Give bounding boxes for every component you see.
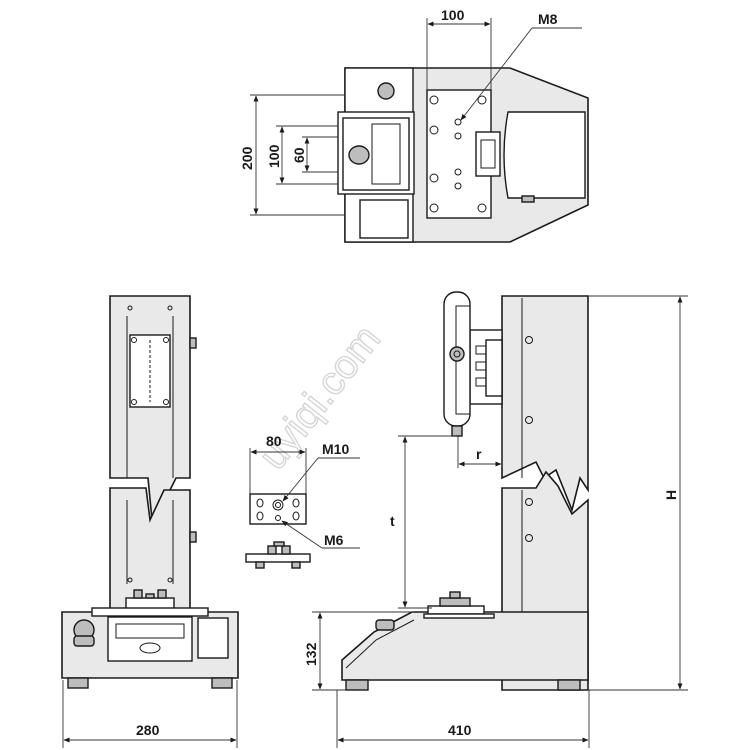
- top-view-hole: [429, 125, 439, 135]
- front-view: 280: [61, 295, 239, 748]
- front-view-foot: [211, 677, 233, 689]
- side-view-dim-h: H: [663, 490, 679, 500]
- mount-plate-m10-hole: [272, 499, 284, 511]
- top-view-knob-icon: [377, 82, 395, 100]
- side-view: r t H 132 410: [303, 291, 688, 748]
- mount-plate-dim-80: 80: [266, 433, 282, 449]
- side-view-foot: [345, 679, 369, 691]
- front-view-display-screen: [115, 623, 185, 639]
- front-view-column-upper: [109, 295, 191, 523]
- front-view-dim-280: 280: [136, 722, 160, 738]
- mount-plate-side: [245, 553, 311, 563]
- top-view-dim-100: 100: [441, 7, 465, 23]
- top-view-hole: [429, 173, 439, 183]
- top-view-dim-200: 200: [239, 146, 255, 170]
- side-view-foot: [557, 679, 581, 691]
- mount-plate-dim-m10: M10: [322, 441, 349, 457]
- top-view-foot-pad: [359, 199, 409, 239]
- side-view-gauge-probe: [451, 425, 463, 437]
- top-view-m8-hole: [454, 118, 462, 126]
- top-view-dim-100-left: 100: [266, 144, 282, 168]
- front-view-foot: [67, 677, 89, 689]
- top-view-gauge-clamp: [475, 131, 501, 177]
- top-view-gauge-head: [503, 111, 586, 199]
- mount-plate-detail: 80 M10 M6: [245, 433, 360, 569]
- top-view: 100 M8 200 100 60: [239, 7, 589, 243]
- side-view-knob-icon: [375, 619, 395, 631]
- top-view-side-screw-icon: [521, 195, 535, 203]
- front-view-side-panel: [197, 617, 229, 659]
- side-view-screw-icon: [525, 534, 533, 542]
- top-view-dim-m8: M8: [538, 11, 558, 27]
- side-view-dim-t: t: [390, 513, 395, 529]
- side-view-gauge-button-icon: [449, 346, 465, 362]
- top-view-hole: [477, 203, 487, 213]
- top-view-m8-hole: [454, 182, 462, 190]
- side-view-dim-410: 410: [448, 722, 472, 738]
- top-view-dim-60: 60: [291, 147, 307, 163]
- top-view-display-screen: [371, 123, 401, 185]
- front-view-side-screw-icon: [189, 531, 197, 543]
- side-view-screw-icon: [525, 416, 533, 424]
- top-view-m8-hole: [454, 168, 462, 176]
- top-view-m8-hole: [454, 132, 462, 140]
- top-view-gauge-clamp-inner: [480, 139, 496, 169]
- mount-plate-dim-m6: M6: [324, 532, 344, 548]
- top-view-hole: [429, 95, 439, 105]
- side-view-dim-132: 132: [303, 642, 319, 666]
- mount-plate-m6-hole: [275, 515, 281, 521]
- side-view-clamp: [427, 605, 485, 615]
- top-view-hole: [429, 203, 439, 213]
- side-view-column-upper: [501, 295, 589, 513]
- top-view-hole: [477, 95, 487, 105]
- watermark: uyiqi.com: [250, 317, 389, 477]
- side-view-screw-icon: [525, 498, 533, 506]
- side-view-screw-icon: [525, 336, 533, 344]
- top-view-button-icon: [348, 145, 370, 165]
- side-view-dim-r: r: [476, 446, 482, 462]
- front-view-side-screw-icon: [189, 337, 197, 349]
